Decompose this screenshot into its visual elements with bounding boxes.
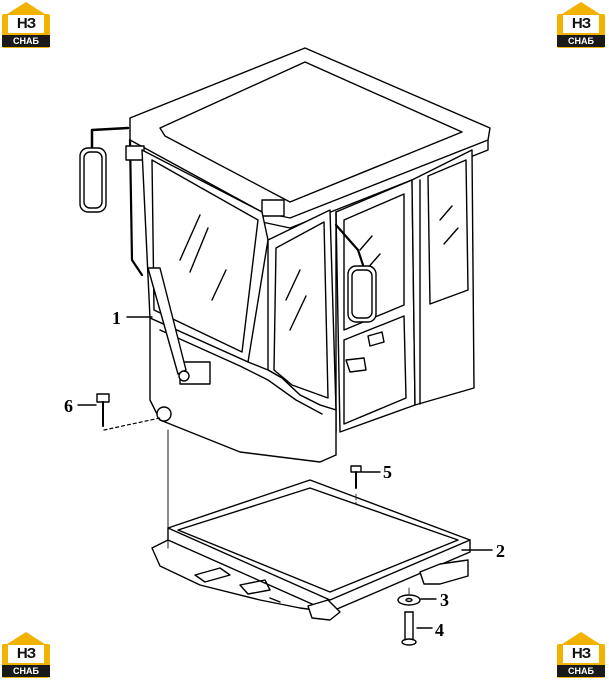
watermark-logo-bottom-right: НЗ СНАБ [555,632,607,678]
watermark-logo-top-right: НЗ СНАБ [555,2,607,48]
roof-bracket-left [125,145,145,161]
callout-5: 5 [383,462,392,482]
right-mirror [334,223,377,323]
bolt-5 [350,465,362,507]
callout-4: 4 [435,620,444,640]
bolt-6-path [103,417,161,431]
callout-1: 1 [112,308,121,328]
door-handle [345,357,367,373]
washer-3 [397,587,421,606]
roof-bracket-center [261,199,285,217]
left-mirror [79,126,144,277]
bolt-4 [401,611,417,646]
watermark-logo-bottom-left: НЗ СНАБ [0,632,52,678]
front-mount-hole [156,406,172,422]
wiper-arm [147,267,190,382]
cab-rear-section [411,149,475,406]
watermark-logo-top-left: НЗ СНАБ [0,2,52,48]
cab-roof [129,47,491,229]
cab-floor-platform [151,479,471,621]
front-windshield [141,149,269,363]
callout-6: 6 [64,396,73,416]
bolt-6 [96,393,110,427]
callout-2: 2 [496,541,505,561]
callout-3: 3 [440,590,449,610]
door-lock [367,331,385,347]
